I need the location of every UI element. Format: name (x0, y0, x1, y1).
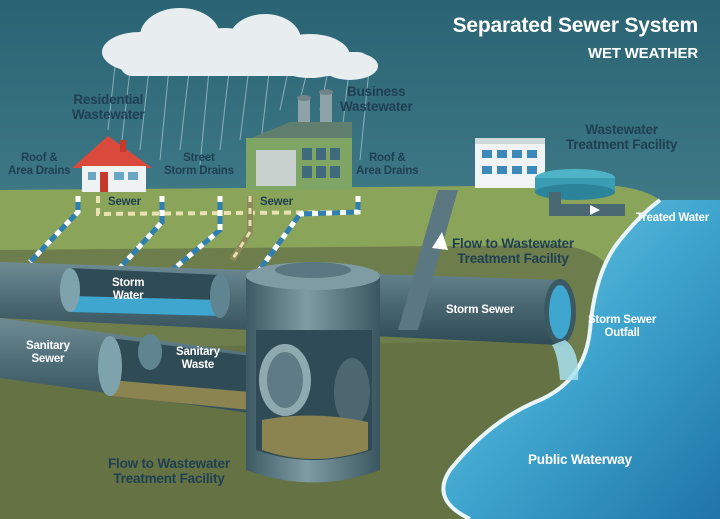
outfall-stream (552, 340, 579, 380)
label-storm-water: Storm Water (112, 277, 145, 302)
riser-pipe (398, 190, 458, 330)
storm-water-cutaway (60, 268, 230, 318)
diagram-subtitle: WET WEATHER (587, 45, 698, 62)
label-sewer-left: Sewer (108, 196, 141, 208)
treatment-facility-building (475, 138, 615, 200)
business-factory (246, 89, 352, 190)
public-waterway (443, 200, 720, 519)
treated-water-arrow (590, 205, 600, 215)
storm-drain-lines (28, 196, 361, 274)
label-public-waterway: Public Waterway (528, 452, 632, 467)
label-storm-sewer-outfall: Storm Sewer Outfall (588, 314, 657, 339)
label-flow-upper: Flow to Wastewater Treatment Facility (452, 236, 574, 267)
residential-house (72, 136, 152, 192)
label-storm-sewer: Storm Sewer (446, 304, 515, 316)
storm-cloud (102, 8, 378, 80)
label-roof-drains-right: Roof & Area Drains (356, 152, 419, 177)
flow-up-arrow (432, 232, 448, 250)
label-treatment-facility: Wastewater Treatment Facility (566, 122, 678, 153)
label-business-wastewater: Business Wastewater (340, 84, 413, 115)
diagram-title: Separated Sewer System (452, 14, 699, 37)
sanitary-sewer-pipe (0, 318, 300, 420)
label-street-storm-drains: Street Storm Drains (164, 152, 234, 177)
label-residential-wastewater: Residential Wastewater (72, 92, 145, 123)
junction-tank (246, 262, 380, 483)
label-sanitary-waste: Sanitary Waste (176, 346, 220, 371)
label-roof-drains-left: Roof & Area Drains (8, 152, 71, 177)
label-sanitary-sewer: Sanitary Sewer (26, 340, 70, 365)
label-treated-water: Treated Water (636, 212, 710, 224)
surface-sewer-line (96, 196, 361, 217)
label-sewer-right: Sewer (260, 196, 293, 208)
label-flow-lower: Flow to Wastewater Treatment Facility (108, 456, 230, 487)
treated-water-pipe (549, 192, 625, 216)
